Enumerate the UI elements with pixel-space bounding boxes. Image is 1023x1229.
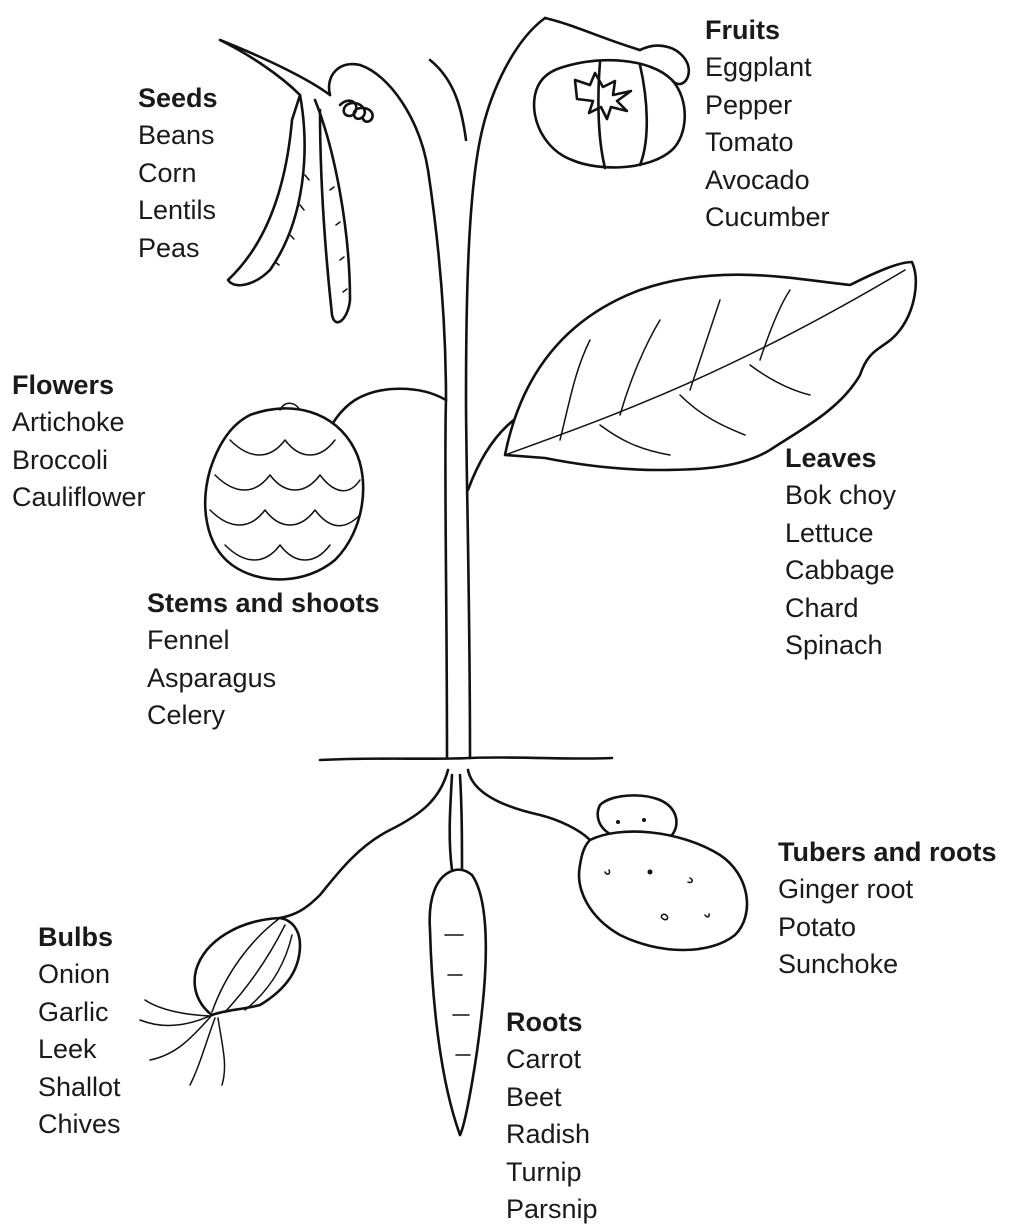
- leaves-item: Cabbage: [785, 552, 896, 590]
- seeds-item: Peas: [138, 230, 218, 268]
- bulbs-item: Garlic: [38, 994, 121, 1032]
- flowers-list: Artichoke Broccoli Cauliflower: [12, 404, 146, 517]
- flowers-item: Artichoke: [12, 404, 146, 442]
- bulbs-label-group: Bulbs Onion Garlic Leek Shallot Chives: [38, 919, 121, 1144]
- ground-line: [320, 757, 612, 760]
- seeds-title: Seeds: [138, 80, 218, 117]
- stems-item: Asparagus: [147, 660, 380, 698]
- tubers-item: Sunchoke: [778, 946, 997, 984]
- bulbs-title: Bulbs: [38, 919, 121, 956]
- leaves-item: Chard: [785, 590, 896, 628]
- tubers-title: Tubers and roots: [778, 834, 997, 871]
- stems-item: Fennel: [147, 622, 380, 660]
- seeds-item: Beans: [138, 117, 218, 155]
- fruits-title: Fruits: [705, 12, 830, 49]
- leaves-label-group: Leaves Bok choy Lettuce Cabbage Chard Sp…: [785, 440, 896, 665]
- fruits-item: Pepper: [705, 87, 830, 125]
- fruits-item: Tomato: [705, 124, 830, 162]
- tubers-label-group: Tubers and roots Ginger root Potato Sunc…: [778, 834, 997, 984]
- tomato-drawing: [534, 18, 689, 168]
- bulbs-item: Onion: [38, 956, 121, 994]
- seeds-item: Corn: [138, 155, 218, 193]
- seeds-list: Beans Corn Lentils Peas: [138, 117, 218, 267]
- leaves-item: Lettuce: [785, 515, 896, 553]
- tubers-item: Ginger root: [778, 871, 997, 909]
- fruits-item: Eggplant: [705, 49, 830, 87]
- stems-label-group: Stems and shoots Fennel Asparagus Celery: [147, 585, 380, 735]
- roots-title: Roots: [506, 1004, 598, 1041]
- bulbs-item: Shallot: [38, 1069, 121, 1107]
- fruits-item: Avocado: [705, 162, 830, 200]
- stems-list: Fennel Asparagus Celery: [147, 622, 380, 735]
- tubers-list: Ginger root Potato Sunchoke: [778, 871, 997, 984]
- artichoke-drawing: [205, 389, 446, 580]
- flowers-title: Flowers: [12, 367, 146, 404]
- leaves-title: Leaves: [785, 440, 896, 477]
- roots-item: Beet: [506, 1079, 598, 1117]
- flowers-label-group: Flowers Artichoke Broccoli Cauliflower: [12, 367, 146, 517]
- pea-pod-drawing: [220, 40, 373, 322]
- onion-drawing: [140, 918, 300, 1085]
- fruits-list: Eggplant Pepper Tomato Avocado Cucumber: [705, 49, 830, 237]
- stems-item: Celery: [147, 697, 380, 735]
- leaves-item: Spinach: [785, 627, 896, 665]
- roots-label-group: Roots Carrot Beet Radish Turnip Parsnip: [506, 1004, 598, 1229]
- tubers-item: Potato: [778, 909, 997, 947]
- roots-item: Carrot: [506, 1041, 598, 1079]
- carrot-drawing: [430, 870, 486, 1135]
- seeds-item: Lentils: [138, 192, 218, 230]
- fruits-item: Cucumber: [705, 199, 830, 237]
- roots-item: Turnip: [506, 1154, 598, 1192]
- seeds-label-group: Seeds Beans Corn Lentils Peas: [138, 80, 218, 267]
- flowers-item: Broccoli: [12, 442, 146, 480]
- fruits-label-group: Fruits Eggplant Pepper Tomato Avocado Cu…: [705, 12, 830, 237]
- bulbs-list: Onion Garlic Leek Shallot Chives: [38, 956, 121, 1144]
- roots-list: Carrot Beet Radish Turnip Parsnip: [506, 1041, 598, 1229]
- potato-drawing: [579, 795, 747, 950]
- flowers-item: Cauliflower: [12, 479, 146, 517]
- leaves-item: Bok choy: [785, 477, 896, 515]
- stems-title: Stems and shoots: [147, 585, 380, 622]
- leaves-list: Bok choy Lettuce Cabbage Chard Spinach: [785, 477, 896, 665]
- main-stem: [360, 18, 545, 758]
- roots-item: Radish: [506, 1116, 598, 1154]
- bulbs-item: Chives: [38, 1106, 121, 1144]
- bulbs-item: Leek: [38, 1031, 121, 1069]
